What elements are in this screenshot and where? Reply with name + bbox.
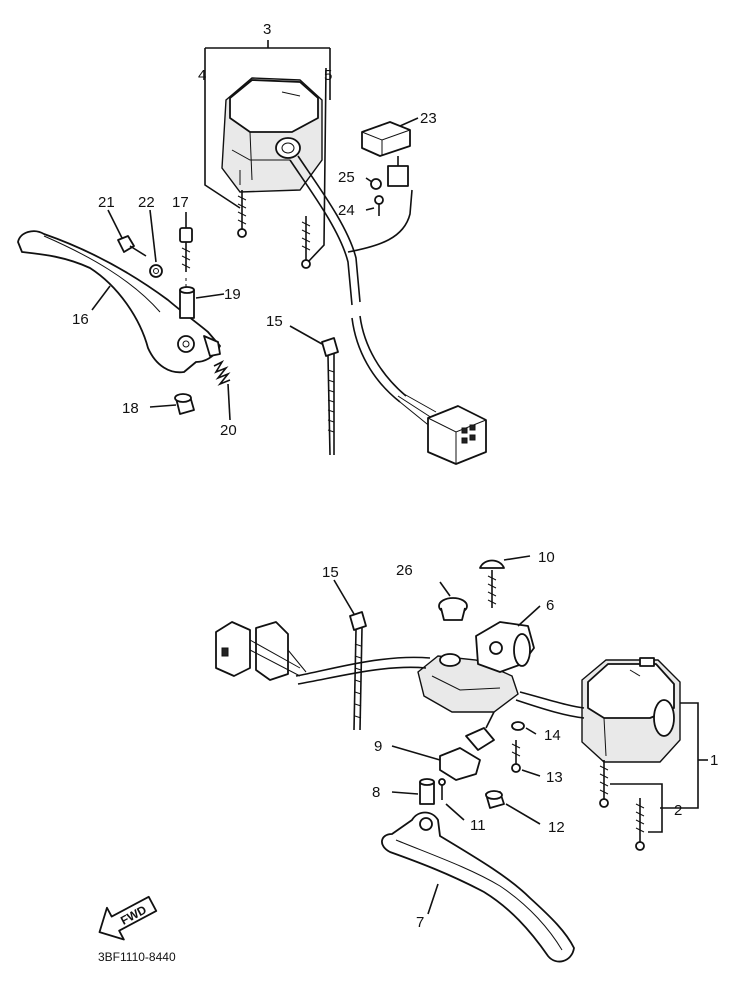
brake-switch-9 [439, 711, 495, 781]
label-23: 23 [420, 110, 437, 127]
label-22: 22 [138, 194, 155, 211]
collar-19 [179, 286, 195, 319]
label-21: 21 [98, 194, 115, 211]
label-8: 8 [372, 784, 380, 801]
label-2: 2 [674, 802, 682, 819]
housing-screw-4 [237, 190, 247, 238]
label-7: 7 [416, 914, 424, 931]
lower-wire-2 [297, 666, 427, 685]
label-5: 5 [324, 67, 332, 84]
spring-20 [213, 360, 231, 386]
label-18: 18 [122, 400, 139, 417]
handlebar-link-2 [515, 699, 585, 719]
wire-connector [427, 405, 487, 465]
screw-24 [374, 195, 384, 216]
nut-25 [370, 178, 382, 190]
label-10: 10 [538, 549, 555, 566]
callout-bracket-3 [204, 40, 331, 263]
housing-screw-2b [635, 798, 645, 851]
left-switch-housing [221, 77, 323, 193]
front-brake-lever [17, 230, 221, 374]
label-3: 3 [263, 21, 271, 38]
label-25: 25 [338, 169, 355, 186]
callout-bracket-1 [610, 702, 708, 833]
screw-13 [511, 740, 521, 773]
clutch-switch-23 [361, 121, 411, 187]
part-number-labels: 3 4 5 23 25 24 21 22 17 19 16 15 18 20 1… [72, 21, 718, 964]
collar-8 [419, 778, 435, 805]
housing-screw-2a [599, 760, 609, 808]
bolt-10 [479, 559, 505, 608]
washer-14 [511, 721, 525, 731]
lever-bracket-6 [417, 621, 535, 713]
label-24: 24 [338, 202, 355, 219]
label-4: 4 [198, 67, 206, 84]
label-17: 17 [172, 194, 189, 211]
forward-direction-badge: FWD [98, 895, 158, 941]
label-15-upper: 15 [266, 313, 283, 330]
leader-lines-lower [333, 555, 541, 915]
label-16: 16 [72, 311, 89, 328]
label-26: 26 [396, 562, 413, 579]
nut-12 [485, 790, 505, 809]
leader-lines-upper [91, 117, 419, 421]
upper-wire-harness [289, 155, 437, 429]
label-6: 6 [546, 597, 554, 614]
label-12: 12 [548, 819, 565, 836]
zip-tie-upper [321, 337, 339, 456]
label-11: 11 [470, 817, 486, 834]
pivot-nut-22 [149, 264, 163, 278]
pivot-bolt-21 [117, 235, 147, 257]
screw-11 [438, 778, 446, 800]
zip-tie-lower [349, 611, 367, 731]
lower-wire [295, 656, 431, 677]
label-9: 9 [374, 738, 382, 755]
handlebar-link [519, 691, 585, 709]
lower-wire-connector [215, 621, 307, 681]
cap-26 [438, 597, 468, 621]
bolt-17 [179, 227, 193, 272]
label-19: 19 [224, 286, 241, 303]
label-13: 13 [546, 769, 563, 786]
label-15-lower: 15 [322, 564, 339, 581]
label-14: 14 [544, 727, 561, 744]
housing-screw-5 [301, 216, 311, 269]
diagram-code: 3BF1110-8440 [98, 950, 176, 964]
label-20: 20 [220, 422, 237, 439]
right-switch-housing [581, 657, 681, 763]
label-1: 1 [710, 752, 718, 769]
clutch-lever [381, 811, 575, 963]
adjuster-18 [174, 393, 195, 415]
